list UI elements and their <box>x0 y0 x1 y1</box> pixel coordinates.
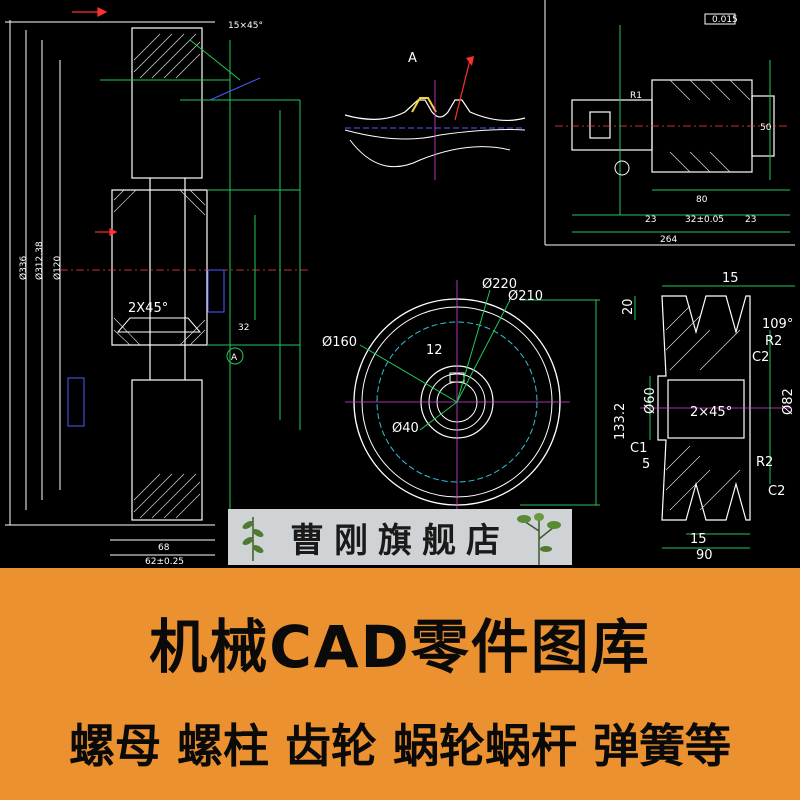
pulley-dim-210: Ø210 <box>508 289 543 304</box>
pulley-front-drawing: Ø220 Ø210 Ø160 12 Ø40 133.2 <box>322 277 628 525</box>
pulley-sec-15bot: 15 <box>690 532 707 547</box>
worm-dim-mid: 32±0.05 <box>685 215 724 225</box>
banner-subtitle: 螺母 螺柱 齿轮 蜗轮蜗杆 弹簧等 <box>68 719 732 773</box>
pulley-sec-109: 109° <box>762 317 793 332</box>
gear-dim-left1: Ø336 <box>18 255 29 280</box>
pulley-dim-160: Ø160 <box>322 335 357 350</box>
worm-dim-50: 50 <box>760 123 772 133</box>
worm-dim-total: 264 <box>660 235 677 245</box>
pulley-section-drawing: 15 20 109° R2 C2 Ø60 2×45° Ø82 C1 5 R2 C… <box>621 271 796 563</box>
gear-dim-bottom1: 68 <box>158 543 170 553</box>
pulley-sec-5: 5 <box>642 457 650 472</box>
pulley-sec-chamfer: 2×45° <box>690 405 732 420</box>
pulley-sec-82: Ø82 <box>781 388 796 415</box>
banner-title: 机械CAD零件图库 <box>149 613 651 681</box>
worm-dim-80: 80 <box>696 195 708 205</box>
pulley-sec-60: Ø60 <box>643 387 658 414</box>
worm-dim-23a: 23 <box>645 215 656 225</box>
promo-banner <box>0 568 800 800</box>
pulley-sec-c2a: C2 <box>752 350 769 365</box>
shop-name-tag: 曹刚旗舰店 <box>228 509 572 565</box>
pulley-sec-15top: 15 <box>722 271 739 286</box>
cad-drawings: A 15×45° 2X45° 32 68 62±0.25 Ø336 Ø312.3… <box>5 0 796 567</box>
herb-icon <box>517 513 561 565</box>
worm-shaft-drawing: 0.015 264 80 R1 23 23 32±0.05 50 <box>544 0 795 246</box>
tooth-detail-label: A <box>408 51 417 66</box>
gear-dim-chamfer: 2X45° <box>128 301 168 316</box>
pulley-dim-220: Ø220 <box>482 277 517 292</box>
gear-dim-32: 32 <box>238 323 249 333</box>
worm-dim-left: R1 <box>630 91 642 101</box>
pulley-sec-90: 90 <box>696 548 713 563</box>
pulley-sec-r2b: R2 <box>756 455 773 470</box>
worm-dim-23b: 23 <box>745 215 756 225</box>
pulley-dim-12: 12 <box>426 343 443 358</box>
pulley-sec-r2a: R2 <box>765 334 782 349</box>
worm-dim-tol: 0.015 <box>712 15 738 25</box>
pulley-dim-40: Ø40 <box>392 421 419 436</box>
shop-name: 曹刚旗舰店 <box>290 520 510 561</box>
tooth-detail-drawing: A <box>344 51 526 180</box>
pulley-dim-133: 133.2 <box>613 403 628 440</box>
plant-icon <box>242 517 264 561</box>
gear-section-drawing: A 15×45° 2X45° 32 68 62±0.25 Ø336 Ø312.3… <box>5 7 310 567</box>
gear-dim-top: 15×45° <box>228 21 263 31</box>
cad-drawing-panel: A 15×45° 2X45° 32 68 62±0.25 Ø336 Ø312.3… <box>5 0 796 567</box>
gear-dim-left2: Ø312.38 <box>34 241 45 280</box>
pulley-sec-c1: C1 <box>630 441 647 456</box>
pulley-sec-c2b: C2 <box>768 484 785 499</box>
pulley-sec-20: 20 <box>621 298 636 315</box>
gear-dim-left3: Ø120 <box>52 255 63 280</box>
gear-dim-bottom2: 62±0.25 <box>145 557 184 567</box>
gear-dim-a: A <box>231 353 238 363</box>
